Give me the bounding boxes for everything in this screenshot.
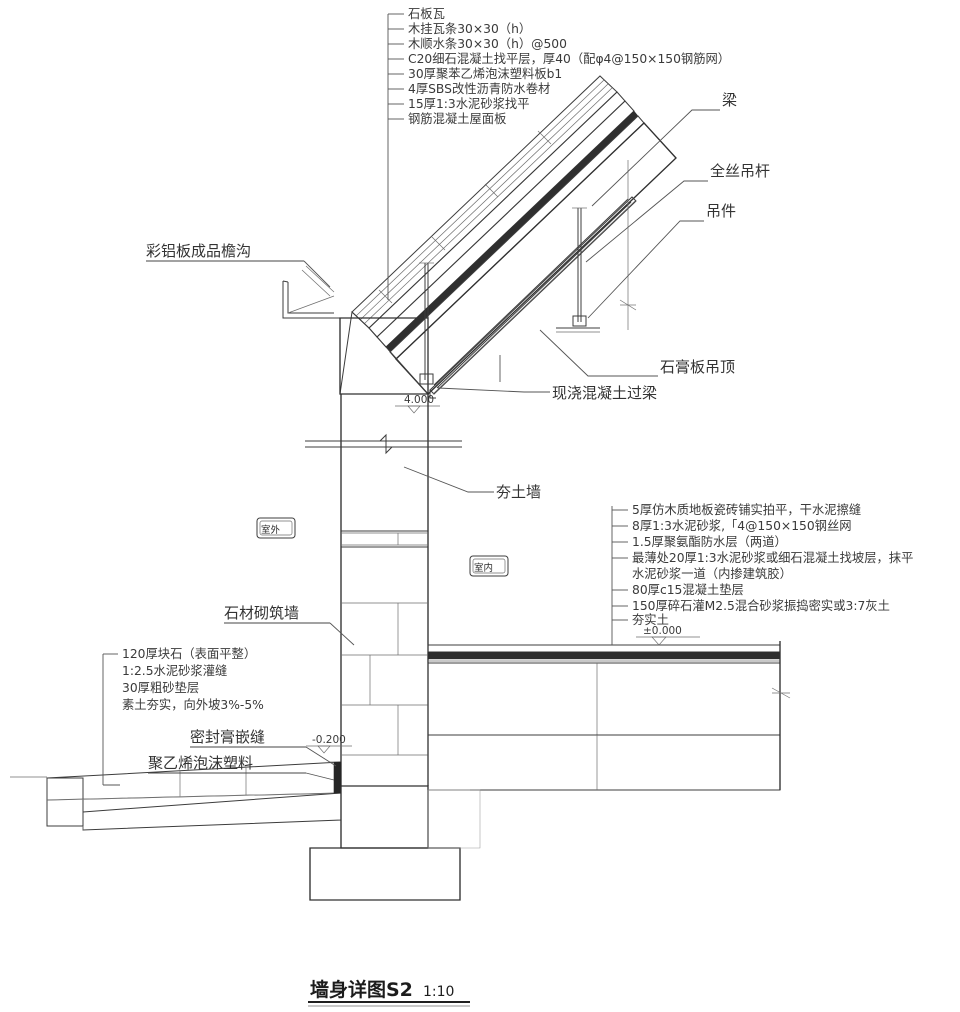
roof-assembly	[339, 75, 677, 395]
page-title: 墙身详图S2	[310, 978, 413, 1001]
callout-hanger-clip-label: 吊件	[706, 202, 736, 220]
roof-note-7: 钢筋混凝土屋面板	[408, 111, 506, 126]
callout-gutter: 彩铝板成品檐沟	[146, 242, 331, 288]
zone-tag-indoor-label: 室内	[474, 562, 493, 574]
callout-pe-foam-label: 聚乙烯泡沫塑料	[148, 754, 253, 772]
floor-note-0: 5厚仿木质地板瓷砖铺实拍平，干水泥擦缝	[632, 502, 861, 517]
zone-tag-outdoor: 室外	[256, 517, 296, 539]
callout-stone-masonry-wall: 石材砌筑墙	[224, 604, 355, 646]
ground-floor-assembly	[427, 641, 791, 791]
roof-note-3: C20细石混凝土找平层，厚40（配φ4@150×150钢筋网）	[408, 51, 730, 66]
apron-note-2: 30厚粗砂垫层	[122, 680, 199, 695]
hanger-rod-1	[419, 262, 434, 385]
elevation-marker-apron: -0.200	[306, 734, 352, 754]
callout-hanger-rod-label: 全丝吊杆	[710, 162, 770, 180]
hanger-rod-2	[556, 207, 600, 333]
callout-sealant-joint-label: 密封膏嵌缝	[190, 728, 265, 746]
floor-note-1: 8厚1:3水泥砂浆,「4@150×150钢丝网	[632, 518, 852, 533]
roof-note-1: 木挂瓦条30×30（h）	[408, 22, 531, 36]
callout-pe-foam: 聚乙烯泡沫塑料	[148, 754, 335, 781]
callout-beam-label: 梁	[722, 91, 737, 109]
stone-coursing	[341, 532, 428, 756]
floor-note-6: 150厚碎石灌M2.5混合砂浆振捣密实或3:7灰土	[632, 598, 890, 613]
elevation-apron-value: -0.200	[312, 734, 346, 746]
callout-gutter-label: 彩铝板成品檐沟	[146, 242, 251, 260]
reference-lines	[619, 160, 637, 330]
apron-note-0: 120厚块石（表面平整）	[122, 646, 256, 661]
apron-note-1: 1:2.5水泥砂浆灌缝	[122, 663, 227, 678]
floor-note-3: 最薄处20厚1:3水泥砂浆或细石混凝土找坡层，抹平	[632, 550, 913, 565]
title-block: 墙身详图S2 1:10	[308, 978, 470, 1007]
apron-notes-block: 120厚块石（表面平整） 1:2.5水泥砂浆灌缝 30厚粗砂垫层 素土夯实，向外…	[102, 646, 264, 786]
gutter-profile	[282, 265, 340, 319]
callout-sealant-joint: 密封膏嵌缝	[190, 728, 337, 767]
roof-note-2: 木顺水条30×30（h）@500	[408, 37, 567, 51]
callout-beam: 梁	[591, 91, 737, 207]
callout-stone-masonry-wall-label: 石材砌筑墙	[224, 604, 299, 622]
elevation-roof-value: 4.000	[404, 394, 434, 406]
callout-gypsum-ceiling: 石膏板吊顶	[539, 329, 735, 377]
earth-beside-footing	[427, 789, 481, 849]
elevation-ground-value: ±0.000	[643, 625, 682, 637]
callout-rammed-earth-wall-label: 夯土墙	[496, 483, 541, 501]
elevation-marker-ground: ±0.000	[636, 625, 700, 646]
floor-notes-block: 5厚仿木质地板瓷砖铺实拍平，干水泥擦缝 8厚1:3水泥砂浆,「4@150×150…	[611, 502, 913, 645]
roof-notes-block: 石板瓦 木挂瓦条30×30（h） 木顺水条30×30（h）@500 C20细石混…	[387, 7, 730, 300]
callout-hanger-rod: 全丝吊杆	[585, 162, 770, 263]
elevation-marker-roof: 4.000	[395, 394, 440, 414]
callout-rammed-earth-wall: 夯土墙	[403, 466, 541, 501]
outdoor-apron	[10, 761, 342, 831]
roof-note-6: 15厚1:3水泥砂浆找平	[408, 96, 530, 111]
roof-note-4: 30厚聚苯乙烯泡沫塑料板b1	[408, 66, 562, 81]
drawing-scale: 1:10	[423, 984, 454, 1000]
expansion-joint	[330, 761, 342, 794]
wall-body	[305, 394, 462, 786]
callout-concrete-lintel: 现浇混凝土过梁	[437, 355, 657, 402]
zone-tag-outdoor-label: 室外	[261, 524, 281, 536]
gypsum-ceiling-assembly	[419, 196, 637, 399]
callout-hanger-clip: 吊件	[587, 202, 736, 319]
roof-note-0: 石板瓦	[408, 7, 445, 21]
floor-note-5: 80厚c15混凝土垫层	[632, 582, 744, 597]
callout-gypsum-ceiling-label: 石膏板吊顶	[660, 358, 735, 376]
callout-concrete-lintel-label: 现浇混凝土过梁	[552, 384, 657, 402]
strip-footing	[309, 785, 470, 901]
floor-note-2: 1.5厚聚氨酯防水层（两道）	[632, 534, 787, 549]
roof-note-5: 4厚SBS改性沥青防水卷材	[408, 81, 550, 96]
apron-note-3: 素土夯实，向外坡3%-5%	[122, 697, 264, 712]
floor-note-7: 夯实土	[632, 612, 669, 627]
upper-wall-face	[339, 317, 429, 395]
zone-tag-indoor: 室内	[469, 555, 509, 577]
floor-note-4: 水泥砂浆一道（内掺建筑胶）	[632, 566, 792, 581]
